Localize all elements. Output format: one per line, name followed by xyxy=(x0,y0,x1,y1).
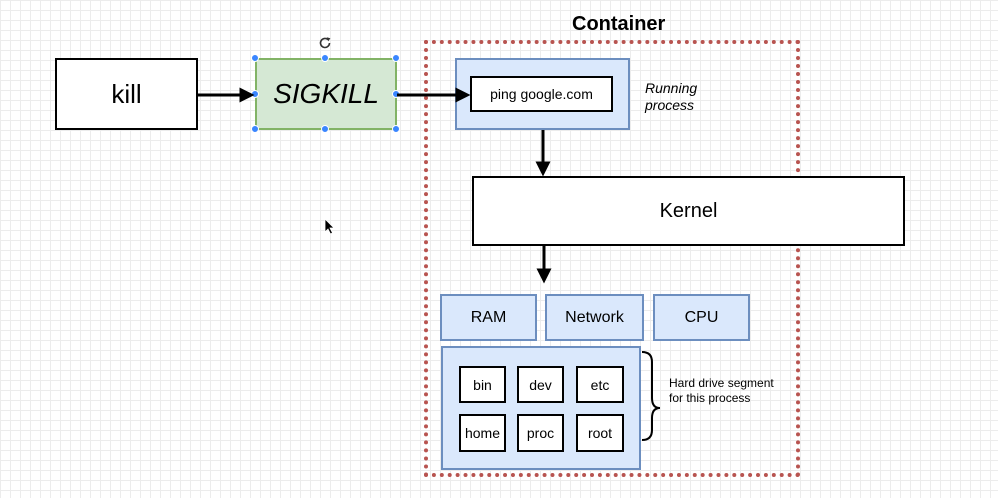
selection-handle-n[interactable] xyxy=(321,54,329,62)
container-boundary xyxy=(424,40,800,477)
folder-root-label: root xyxy=(587,425,613,441)
selection-handle-sw[interactable] xyxy=(251,125,259,133)
kill-box[interactable]: kill xyxy=(55,58,198,130)
network-label: Network xyxy=(565,308,624,326)
rotate-icon[interactable] xyxy=(317,35,333,51)
folder-etc[interactable]: etc xyxy=(576,366,624,403)
folder-dev[interactable]: dev xyxy=(517,366,564,403)
ram-box[interactable]: RAM xyxy=(440,294,537,341)
filesystem-bracket xyxy=(641,351,661,441)
network-box[interactable]: Network xyxy=(545,294,644,341)
container-title: Container xyxy=(572,13,666,35)
ram-label: RAM xyxy=(470,308,507,326)
kernel-box[interactable]: Kernel xyxy=(472,176,905,246)
cpu-label: CPU xyxy=(684,308,719,326)
selection-handle-se[interactable] xyxy=(392,125,400,133)
folder-bin[interactable]: bin xyxy=(459,366,506,403)
selection-handle-nw[interactable] xyxy=(251,54,259,62)
kernel-label: Kernel xyxy=(659,199,718,222)
process-command-box[interactable]: ping google.com xyxy=(470,76,613,112)
process-command: ping google.com xyxy=(490,86,593,102)
sigkill-label: SIGKILL xyxy=(273,78,379,109)
folder-root[interactable]: root xyxy=(576,414,624,452)
cpu-box[interactable]: CPU xyxy=(653,294,750,341)
kill-label: kill xyxy=(111,78,142,109)
folder-proc-label: proc xyxy=(526,425,555,441)
folder-etc-label: etc xyxy=(590,376,610,393)
folder-home-label: home xyxy=(464,425,501,441)
folder-proc[interactable]: proc xyxy=(517,414,564,452)
selection-handle-s[interactable] xyxy=(321,125,329,133)
process-caption: Running process xyxy=(645,80,698,113)
folder-home[interactable]: home xyxy=(459,414,506,452)
mouse-cursor-icon xyxy=(324,218,335,235)
selection-handle-ne[interactable] xyxy=(392,54,400,62)
folder-bin-label: bin xyxy=(473,376,492,393)
folder-dev-label: dev xyxy=(529,376,552,393)
filesystem-caption: Hard drive segment for this process xyxy=(669,376,774,405)
